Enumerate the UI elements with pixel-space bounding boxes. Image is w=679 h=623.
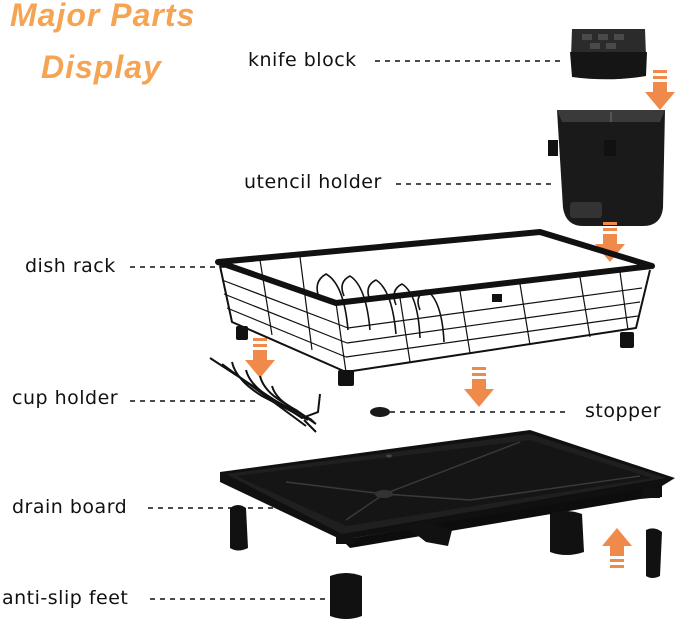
label-cup-holder: cup holder [12, 387, 119, 409]
utensil-holder-part [548, 110, 665, 226]
label-anti-slip-feet: anti-slip feet [2, 587, 129, 609]
stopper-part [370, 407, 390, 417]
arrow-icons [245, 70, 675, 568]
anti-slip-feet-part [230, 505, 662, 619]
arrow-up-icon [602, 528, 632, 568]
arrow-down-icon [245, 338, 275, 378]
dish-rack-part [215, 229, 655, 373]
label-stopper: stopper [585, 400, 662, 422]
arrow-down-icon [645, 70, 675, 110]
title-line-1: Major Parts [10, 0, 196, 33]
label-drain-board: drain board [12, 496, 128, 518]
label-utensil-holder: utencil holder [244, 171, 382, 193]
title-line-2: Display [41, 49, 162, 85]
label-knife-block: knife block [248, 49, 357, 71]
label-dish-rack: dish rack [25, 255, 116, 277]
knife-block-part [570, 29, 647, 80]
dish-rack-feet [236, 294, 634, 386]
arrow-down-icon [595, 222, 625, 262]
cup-holder-part [209, 357, 321, 433]
drain-board-part [220, 430, 675, 548]
arrow-down-icon [464, 367, 494, 407]
